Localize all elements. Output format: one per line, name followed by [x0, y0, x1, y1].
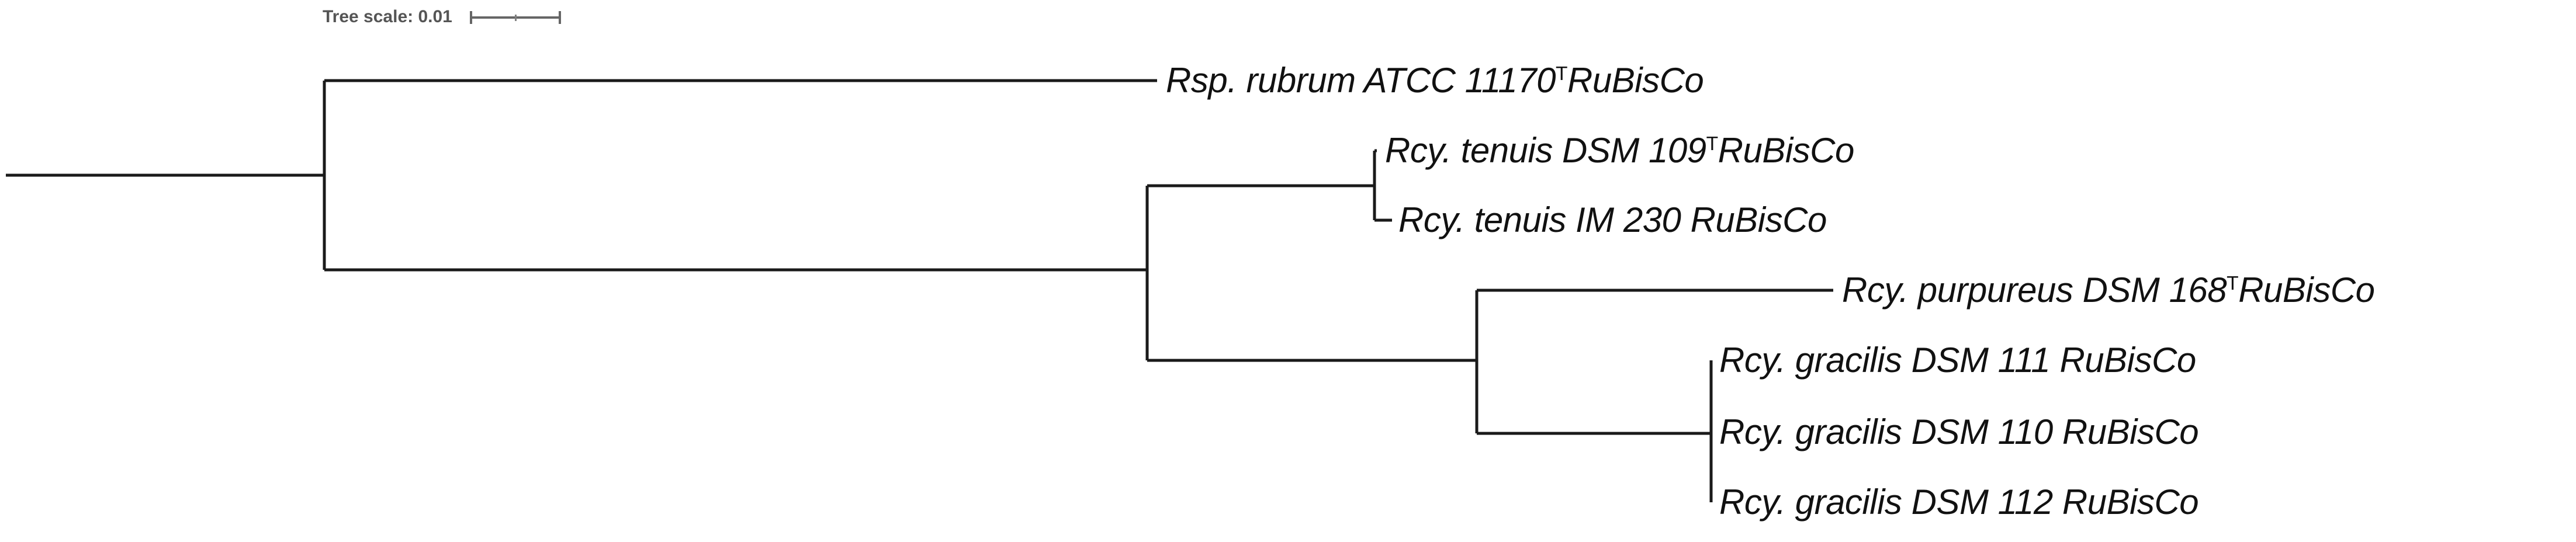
- type-strain-superscript: T: [1706, 133, 1719, 155]
- leaf-taxon-text: Rcy. tenuis DSM 109: [1385, 131, 1706, 170]
- leaf-taxon-text: Rsp. rubrum ATCC 11170: [1166, 61, 1556, 100]
- type-strain-superscript: T: [1556, 63, 1568, 85]
- leaf-taxon-text: Rcy. gracilis DSM 110 RuBisCo: [1719, 412, 2199, 451]
- branch-group: [6, 79, 1833, 502]
- leaf-label-rcy-tenuis-dsm-109[interactable]: Rcy. tenuis DSM 109TRuBisCo: [1385, 133, 1854, 168]
- leaf-taxon-text: Rcy. gracilis DSM 112 RuBisCo: [1719, 482, 2199, 522]
- tree-scale-label: Tree scale: 0.01: [323, 7, 452, 26]
- leaf-taxon-text: Rcy. purpureus DSM 168: [1842, 270, 2227, 310]
- type-strain-superscript: T: [2227, 273, 2239, 294]
- leaf-label-rcy-tenuis-im-230[interactable]: Rcy. tenuis IM 230 RuBisCo: [1398, 203, 1827, 238]
- tree-scale-legend: Tree scale: 0.01: [323, 8, 561, 26]
- leaf-taxon-text: Rcy. tenuis IM 230 RuBisCo: [1398, 200, 1827, 239]
- leaf-gene-text: RuBisCo: [1567, 61, 1704, 100]
- leaf-label-rcy-gracilis-dsm-110[interactable]: Rcy. gracilis DSM 110 RuBisCo: [1719, 412, 2199, 451]
- leaf-label-rcy-gracilis-dsm-111[interactable]: Rcy. gracilis DSM 111 RuBisCo: [1719, 343, 2196, 378]
- leaf-label-rcy-purpureus-dsm-168[interactable]: Rcy. purpureus DSM 168TRuBisCo: [1842, 270, 2375, 310]
- leaf-taxon-text: Rcy. gracilis DSM 111 RuBisCo: [1719, 341, 2196, 380]
- tree-scale-bar: [469, 9, 561, 25]
- scale-bar-midpoint-tick: [514, 15, 517, 21]
- leaf-gene-text: RuBisCo: [2238, 270, 2375, 310]
- scale-bar-cap-left: [469, 11, 472, 24]
- leaf-label-rcy-gracilis-dsm-112[interactable]: Rcy. gracilis DSM 112 RuBisCo: [1719, 482, 2199, 522]
- leaf-gene-text: RuBisCo: [1718, 131, 1855, 170]
- scale-bar-cap-right: [558, 11, 561, 24]
- leaf-label-rsp-rubrum-atcc-11170[interactable]: Rsp. rubrum ATCC 11170TRuBisCo: [1166, 63, 1704, 98]
